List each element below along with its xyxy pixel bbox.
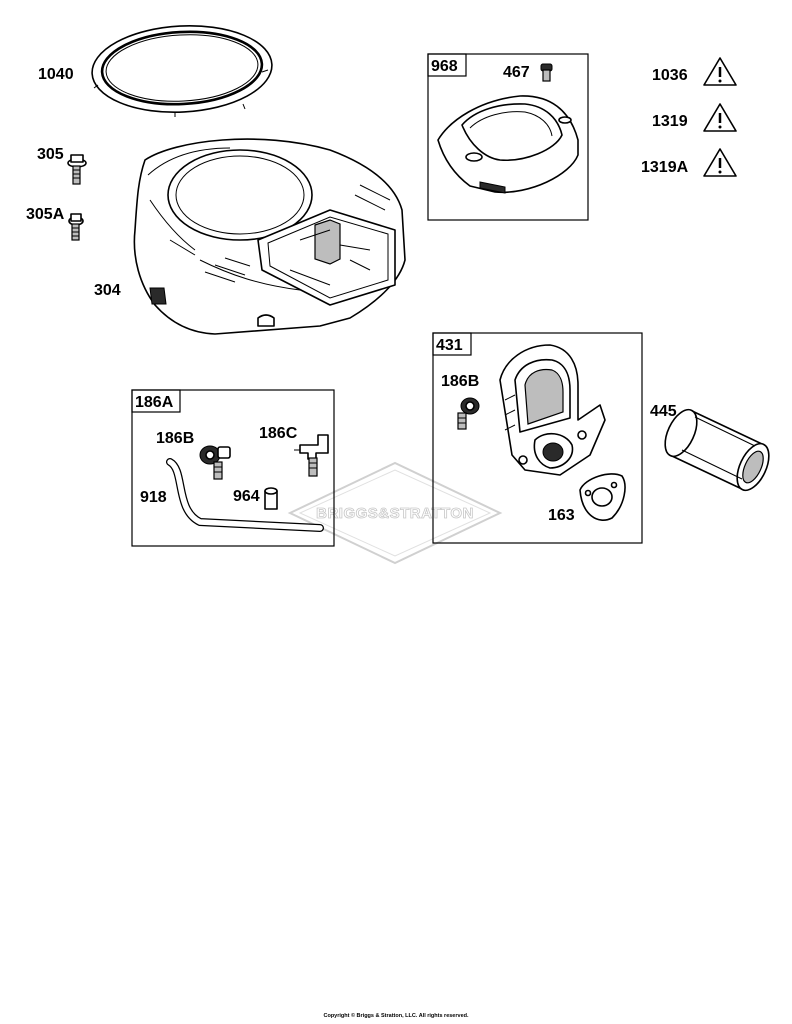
label-964: 964 bbox=[233, 488, 260, 505]
label-445: 445 bbox=[650, 403, 677, 420]
box-431-tag bbox=[432, 332, 472, 356]
warning-triangle-icon bbox=[703, 57, 737, 86]
part-445-air-filter[interactable] bbox=[659, 405, 776, 495]
brand-watermark: BRIGGS&STRATTON bbox=[287, 461, 503, 565]
label-305: 305 bbox=[37, 146, 64, 163]
part-305A-bolt[interactable] bbox=[68, 213, 84, 241]
label-186A: 186A bbox=[135, 394, 174, 411]
watermark-text: BRIGGS&STRATTON bbox=[316, 505, 474, 522]
part-431-air-cleaner-base[interactable] bbox=[499, 344, 606, 476]
label-1036: 1036 bbox=[652, 67, 688, 84]
label-918: 918 bbox=[140, 489, 167, 506]
label-1319A: 1319A bbox=[641, 159, 689, 176]
warning-triangle-icon bbox=[703, 148, 737, 177]
box-968 bbox=[427, 53, 589, 221]
part-305-bolt[interactable] bbox=[67, 154, 87, 185]
part-186B-fitting-kit[interactable] bbox=[199, 445, 231, 480]
part-964-bushing[interactable] bbox=[264, 487, 278, 510]
label-968: 968 bbox=[431, 58, 458, 75]
label-1040: 1040 bbox=[38, 66, 74, 83]
label-1319: 1319 bbox=[652, 113, 688, 130]
label-186B-431: 186B bbox=[441, 373, 479, 390]
part-304-blower-housing[interactable] bbox=[133, 138, 406, 335]
label-305A: 305A bbox=[26, 206, 65, 223]
label-304: 304 bbox=[94, 282, 121, 299]
part-1040-ring[interactable] bbox=[90, 21, 274, 117]
label-467: 467 bbox=[503, 64, 530, 81]
box-186A bbox=[131, 389, 335, 547]
label-186C: 186C bbox=[259, 425, 298, 442]
part-186C-elbow[interactable] bbox=[294, 434, 329, 477]
part-163-gasket[interactable] bbox=[579, 473, 626, 521]
box-968-tag bbox=[427, 53, 467, 77]
part-968-cover[interactable] bbox=[437, 95, 579, 194]
copyright-notice: Copyright © Briggs & Stratton, LLC. All … bbox=[323, 1013, 469, 1019]
box-186A-tag bbox=[131, 389, 181, 413]
warning-triangle-icon bbox=[703, 103, 737, 132]
part-186B-fitting[interactable] bbox=[457, 397, 480, 430]
label-431: 431 bbox=[436, 337, 463, 354]
label-163: 163 bbox=[548, 507, 575, 524]
part-467-screw[interactable] bbox=[540, 63, 553, 82]
part-918-hose[interactable] bbox=[166, 458, 324, 532]
label-186B-186A: 186B bbox=[156, 430, 194, 447]
box-431 bbox=[432, 332, 643, 544]
